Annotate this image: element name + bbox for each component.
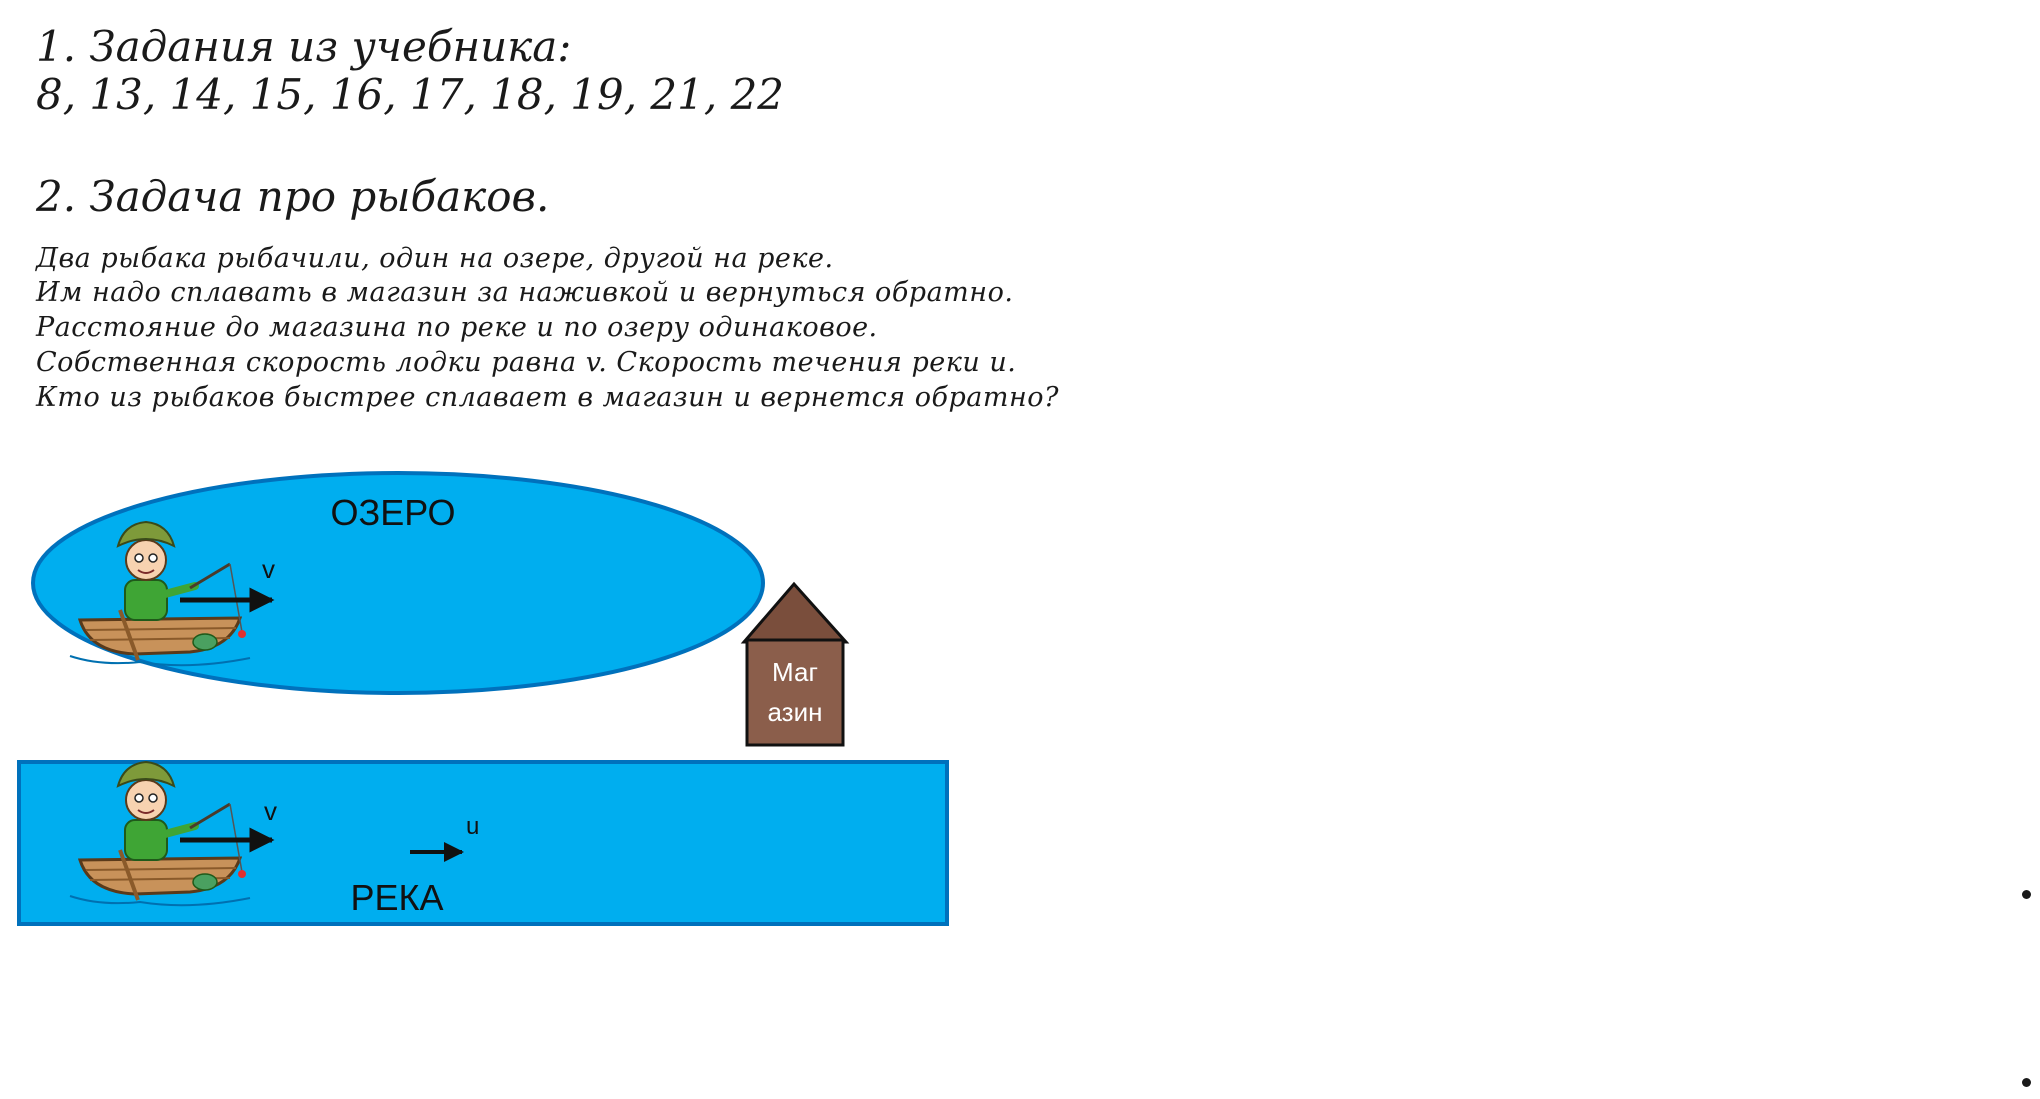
lake-label: ОЗЕРО [331,492,456,533]
lake-v-label: v [262,554,275,584]
problem-line-1: Два рыбака рыбачили, один на озере, друг… [36,243,834,274]
shop-label-line2: азин [768,697,823,727]
stray-dot-2 [2022,1078,2031,1087]
river-v-label: v [264,796,277,826]
stray-dot-1 [2022,890,2031,899]
problem-line-4: Собственная скорость лодки равна v. Скор… [36,347,1017,378]
problem-line-5: Кто из рыбаков быстрее сплавает в магази… [36,382,1059,413]
section2-heading: 2. Задача про рыбаков. [36,172,550,221]
river-shape [17,760,949,926]
section1-heading: 1. Задания из учебника: [36,22,572,71]
river-label: РЕКА [350,877,443,918]
shop-house-icon [740,581,850,747]
assignment-numbers: 8, 13, 14, 15, 16, 17, 18, 19, 21, 22 [36,70,785,119]
current-u-label: u [466,813,479,840]
shop-label-line1: Маг [772,657,818,687]
problem-line-3: Расстояние до магазина по реке и по озер… [36,312,878,343]
problem-line-2: Им надо сплавать в магазин за наживкой и… [36,277,1014,308]
